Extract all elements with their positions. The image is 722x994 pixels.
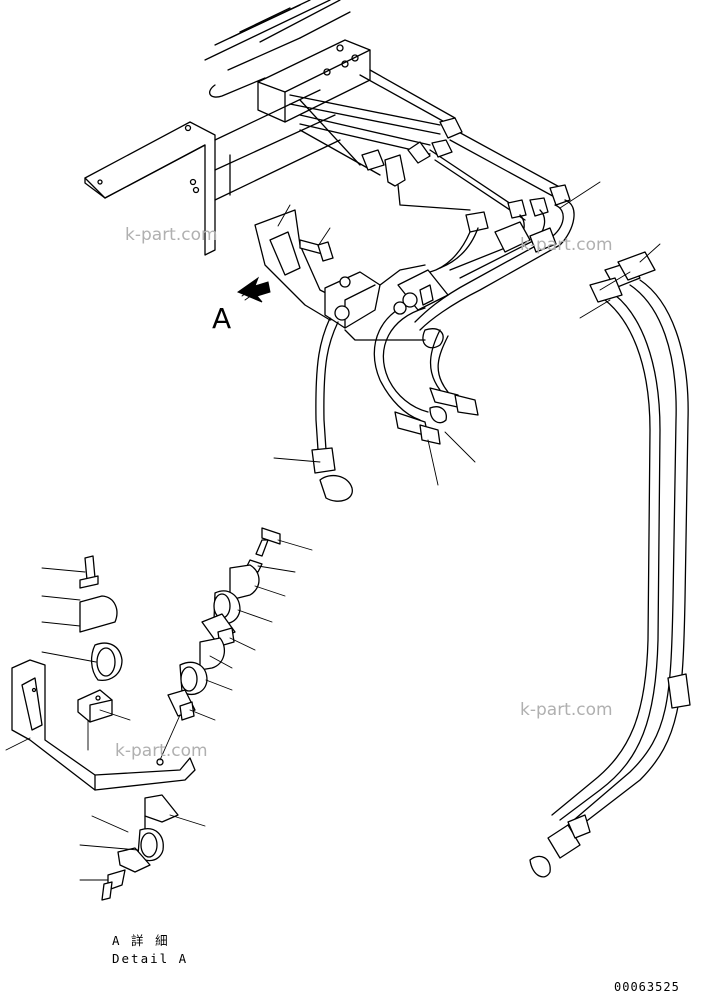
frame-clamp-block bbox=[257, 39, 371, 123]
watermark-2: k-part.com bbox=[520, 235, 613, 255]
watermark-1: k-part.com bbox=[125, 225, 218, 245]
leader-lines-upper bbox=[273, 181, 661, 486]
leader-lines-detail bbox=[5, 539, 313, 881]
watermark-3: k-part.com bbox=[520, 700, 613, 720]
valve-bracket bbox=[254, 209, 449, 341]
bolt-upper bbox=[299, 239, 334, 262]
hydraulic-hoses bbox=[373, 199, 575, 445]
mounting-bracket bbox=[84, 89, 341, 256]
drain-hose bbox=[311, 317, 353, 502]
view-label: A bbox=[212, 302, 231, 335]
detail-caption-english: Detail A bbox=[112, 951, 188, 966]
detail-caption-japanese: A 詳 細 bbox=[112, 933, 170, 948]
hydraulic-tubes bbox=[289, 69, 571, 233]
detail-a-assembly bbox=[11, 527, 281, 901]
drawing-number: 00063525 bbox=[614, 980, 680, 994]
watermark-4: k-part.com bbox=[115, 741, 208, 761]
long-hoses bbox=[529, 251, 691, 878]
view-arrow bbox=[236, 276, 271, 303]
